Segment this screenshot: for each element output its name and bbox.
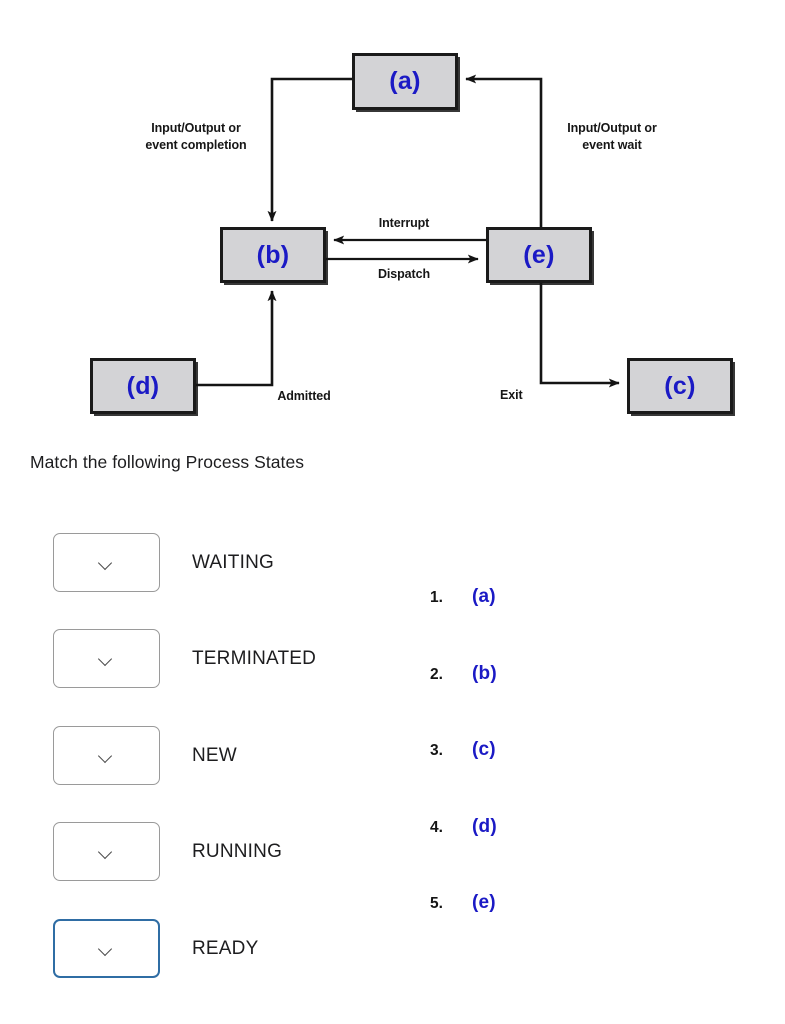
edge-label-exit: Exit — [500, 388, 523, 402]
answer-number-1: 1. — [430, 589, 443, 606]
answer-number-3: 3. — [430, 742, 443, 759]
state-node-b: (b) — [220, 227, 326, 283]
state-node-a: (a) — [352, 53, 458, 110]
answer-option-1: 1. (a) — [430, 586, 496, 608]
answer-option-5: 5. (e) — [430, 892, 496, 914]
chevron-down-icon — [99, 944, 114, 953]
chevron-down-icon — [99, 654, 114, 663]
state-node-a-label: (a) — [389, 67, 421, 95]
answer-number-2: 2. — [430, 666, 443, 683]
state-label-waiting: WAITING — [192, 551, 274, 573]
dropdown-running[interactable] — [53, 822, 160, 881]
answer-value-3: (c) — [472, 739, 496, 760]
state-node-d: (d) — [90, 358, 196, 414]
answer-number-4: 4. — [430, 819, 443, 836]
dropdown-waiting[interactable] — [53, 533, 160, 592]
chevron-down-icon — [99, 751, 114, 760]
state-node-c-label: (c) — [664, 371, 696, 400]
answer-option-4: 4. (d) — [430, 816, 497, 838]
answer-number-5: 5. — [430, 895, 443, 912]
answer-value-4: (d) — [472, 816, 497, 837]
chevron-down-icon — [99, 847, 114, 856]
answer-value-2: (b) — [472, 663, 497, 684]
state-label-terminated: TERMINATED — [192, 647, 317, 669]
edge-label-dispatch: Dispatch — [378, 267, 430, 281]
edge-label-admitted: Admitted — [277, 389, 331, 403]
match-row-waiting: WAITING — [53, 533, 274, 592]
dropdown-terminated[interactable] — [53, 629, 160, 688]
edge-label-io-completion: Input/Output or event completion — [145, 121, 247, 152]
match-row-running: RUNNING — [53, 822, 282, 881]
chevron-down-icon — [99, 558, 114, 567]
state-label-new: NEW — [192, 744, 237, 766]
state-node-c: (c) — [627, 358, 733, 414]
state-node-b-label: (b) — [256, 240, 290, 269]
match-row-terminated: TERMINATED — [53, 629, 316, 688]
state-label-ready: READY — [192, 937, 259, 959]
answer-value-5: (e) — [472, 892, 496, 913]
diagram-connectors — [196, 74, 620, 388]
answer-option-2: 2. (b) — [430, 663, 497, 685]
state-node-e: (e) — [486, 227, 592, 283]
dropdown-new[interactable] — [53, 726, 160, 785]
answer-option-3: 3. (c) — [430, 739, 496, 761]
answer-value-1: (a) — [472, 586, 496, 607]
state-label-running: RUNNING — [192, 840, 283, 862]
edge-label-interrupt: Interrupt — [378, 216, 430, 230]
dropdown-ready[interactable] — [53, 919, 160, 978]
match-row-ready: READY — [53, 919, 258, 978]
state-node-e-label: (e) — [523, 240, 555, 269]
match-row-new: NEW — [53, 726, 237, 785]
state-node-d-label: (d) — [126, 371, 160, 400]
process-state-diagram: (a) (b) (e) (d) (c) Input/Output or even… — [0, 0, 785, 435]
question-prompt: Match the following Process States — [30, 452, 305, 472]
match-rows-panel: WAITING TERMINATED NEW RUNNING READY — [0, 520, 785, 1000]
edge-label-io-wait: Input/Output or event wait — [567, 121, 657, 152]
